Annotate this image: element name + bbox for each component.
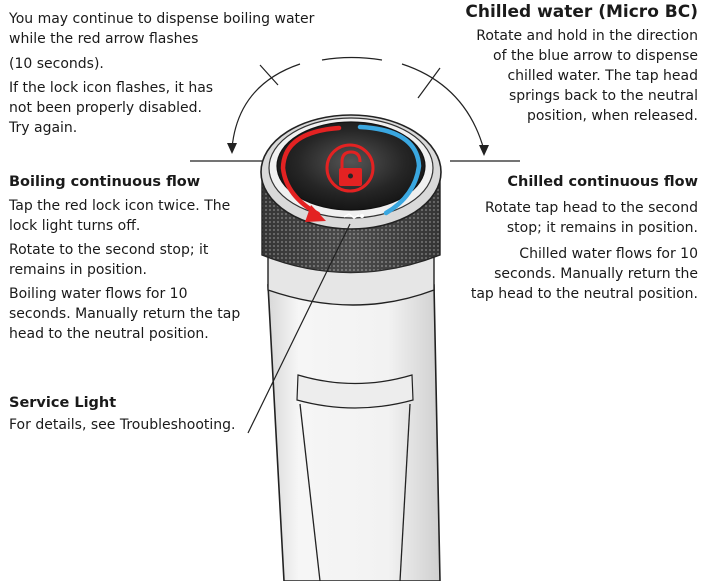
tap-body (267, 284, 441, 581)
boiling-line-2: lock light turns off. (9, 218, 141, 234)
leader-lines (190, 160, 520, 434)
chilled-water-line-4: springs back to the neutral (508, 88, 698, 104)
top-left-line-6: Try again. (9, 120, 78, 136)
arrowhead-right (479, 145, 489, 156)
top-left-note: You may continue to dispense boiling wat… (9, 9, 314, 138)
chilled-water-line-3: chilled water. The tap head (507, 68, 698, 84)
boiling-line-6: seconds. Manually return the tap (9, 306, 241, 322)
service-light-icon (343, 213, 364, 219)
chilled-line-1: Rotate tap head to the second (485, 200, 698, 216)
red-arrow-icon (280, 125, 342, 222)
lock-icon (325, 143, 375, 193)
chilled-line-4: seconds. Manually return the (494, 266, 698, 282)
chilled-continuous-section: Chilled continuous flow Rotate tap head … (448, 172, 698, 304)
chilled-water-line-1: Rotate and hold in the direction (476, 28, 698, 44)
boiling-line-5: Boiling water flows for 10 (9, 286, 188, 302)
chilled-water-section: Chilled water (Micro BC) Rotate and hold… (438, 1, 698, 126)
boiling-line-3: Rotate to the second stop; it (9, 242, 209, 258)
chilled-water-line-2: of the blue arrow to dispense (493, 48, 698, 64)
chilled-water-line-5: position, when released. (526, 108, 698, 124)
chilled-water-title: Chilled water (Micro BC) (465, 2, 698, 22)
top-left-line-3: (10 seconds). (9, 56, 104, 72)
top-left-line-2: while the red arrow flashes (9, 31, 199, 47)
chilled-line-2: stop; it remains in position. (506, 220, 698, 236)
service-line-1: For details, see Troubleshooting. (9, 417, 236, 433)
rotation-arrows (231, 56, 485, 151)
service-section: Service Light For details, see Troublesh… (9, 393, 236, 435)
chilled-line-5: tap head to the neutral position. (470, 286, 698, 302)
top-left-line-5: not been properly disabled. (9, 100, 202, 116)
boiling-line-7: head to the neutral position. (9, 326, 209, 342)
boiling-line-4: remains in position. (9, 262, 147, 278)
arrowhead-left (227, 143, 237, 154)
boiling-heading: Boiling continuous flow (9, 174, 201, 190)
top-left-line-4: If the lock icon flashes, it has (9, 80, 214, 96)
boiling-section: Boiling continuous flow Tap the red lock… (9, 172, 240, 344)
top-left-line-1: You may continue to dispense boiling wat… (9, 11, 315, 27)
service-heading: Service Light (9, 395, 117, 411)
chilled-line-3: Chilled water flows for 10 (519, 246, 698, 262)
chilled-heading: Chilled continuous flow (507, 174, 698, 190)
blue-arrow-icon (357, 124, 422, 216)
boiling-line-1: Tap the red lock icon twice. The (9, 198, 231, 214)
